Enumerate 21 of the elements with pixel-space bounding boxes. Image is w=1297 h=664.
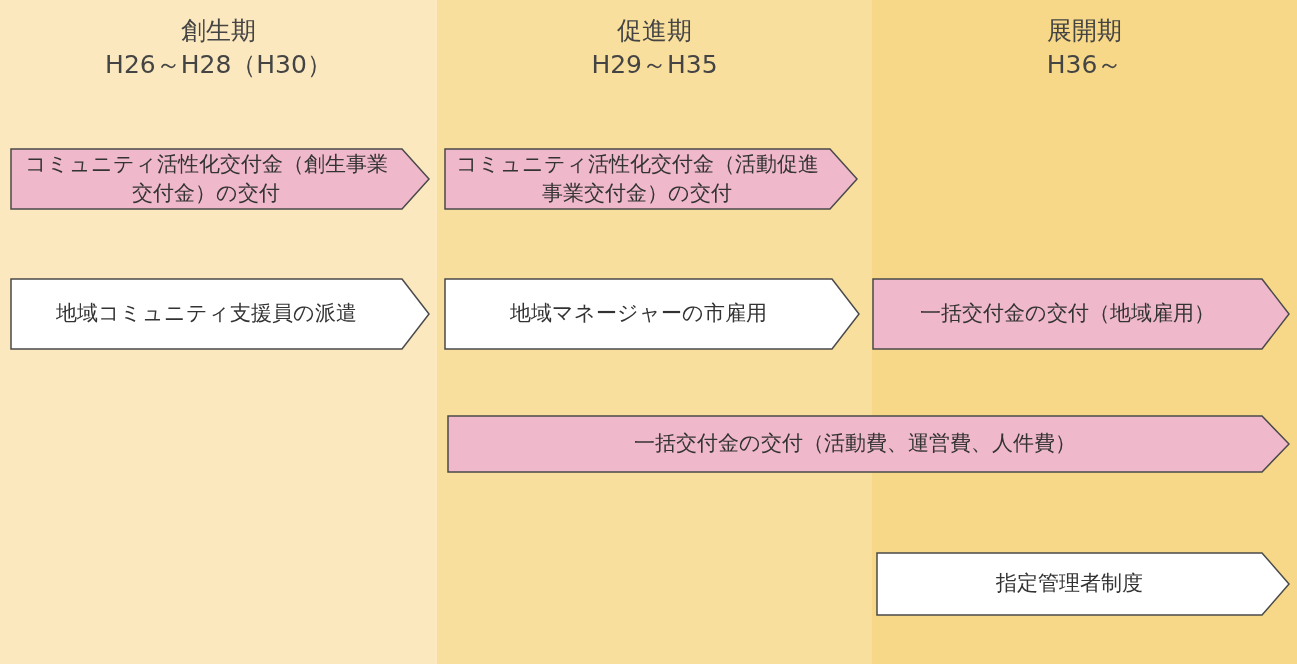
phase-title: 促進期 <box>616 15 693 47</box>
label-text: コミュニティ活性化交付金（活動促進事業交付金）の交付 <box>454 150 820 207</box>
chevron-box <box>872 278 1290 350</box>
chevron-box <box>10 148 430 210</box>
chevron-box <box>444 148 858 210</box>
period-text: H26～H28（H30） <box>104 49 333 81</box>
phase-title: 展開期 <box>1046 15 1123 47</box>
label-text: 一括交付金の交付（活動費、運営費、人件費） <box>632 430 1077 458</box>
label-text: 地域コミュニティ支援員の派遣 <box>54 300 358 328</box>
label-text: 指定管理者制度 <box>994 570 1144 598</box>
chevron-box <box>447 415 1290 473</box>
chevron-box <box>444 278 860 350</box>
phase-band <box>0 0 437 664</box>
label-text: 地域マネージャーの市雇用 <box>508 300 768 328</box>
period-text: H36～ <box>1045 49 1124 81</box>
phase-title: 創生期 <box>180 15 257 47</box>
chevron-box <box>10 278 430 350</box>
period-text: H29～H35 <box>590 49 719 81</box>
label-text: コミュニティ活性化交付金（創生事業交付金）の交付 <box>23 150 389 207</box>
label-text: 一括交付金の交付（地域雇用） <box>918 300 1216 328</box>
chevron-box <box>876 552 1290 616</box>
